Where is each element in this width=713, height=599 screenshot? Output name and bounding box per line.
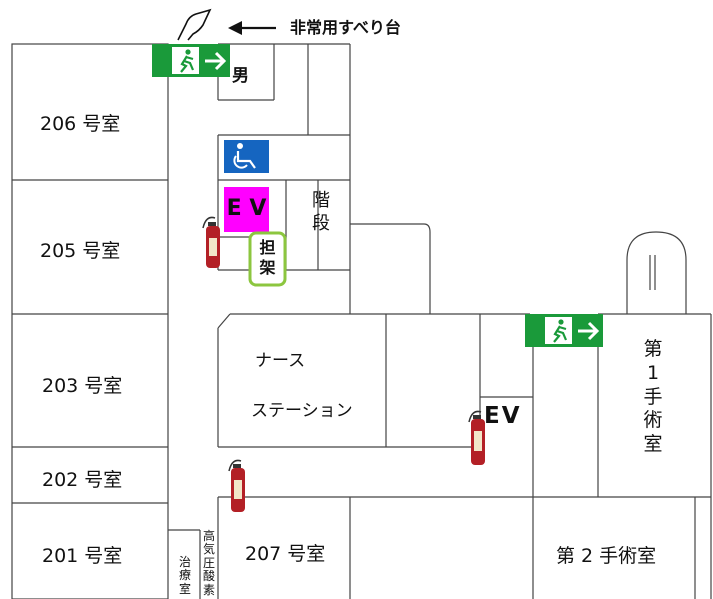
oxygen-therapy-room-label-col2: 高 気 圧 酸 素 xyxy=(202,529,215,597)
fire-extinguisher-icon xyxy=(228,459,245,512)
elevator-upper-block xyxy=(224,187,269,232)
mens-restroom-label: 男 xyxy=(232,66,249,86)
arrow-left-icon xyxy=(228,21,276,35)
emergency-slide-icon xyxy=(177,8,212,41)
fire-extinguisher-icon xyxy=(468,410,485,465)
nurse-station-label-2: ステーション xyxy=(251,401,353,421)
fire-extinguisher-icon xyxy=(202,216,220,268)
oxygen-therapy-room-label-col1: 治 療 室 xyxy=(178,555,191,596)
room-201-label: 201 号室 xyxy=(42,545,123,567)
stairs-label: 階 段 xyxy=(312,190,330,234)
nurse-station-label-1: ナース xyxy=(255,351,306,371)
operating-room-2-label: 第 2 手術室 xyxy=(556,545,657,567)
accessible-toilet-icon xyxy=(224,140,269,173)
stretcher-storage-box xyxy=(248,231,287,287)
room-207-label: 207 号室 xyxy=(245,543,326,565)
emergency-exit-sign-icon xyxy=(152,44,230,77)
room-205-label: 205 号室 xyxy=(40,240,121,262)
emergency-slide-label: 非常用すべり台 xyxy=(290,18,401,37)
elevator-upper-label: E V xyxy=(226,196,267,221)
walls xyxy=(11,43,712,599)
room-206-label: 206 号室 xyxy=(40,113,121,135)
stretcher-label: 担 架 xyxy=(259,238,276,277)
elevator-lower-label: EV xyxy=(484,403,522,429)
emergency-exit-sign-icon xyxy=(525,314,603,347)
operating-room-1-label: 第 1 手 術 室 xyxy=(643,338,663,455)
room-202-label: 202 号室 xyxy=(42,469,123,491)
room-203-label: 203 号室 xyxy=(42,375,123,397)
